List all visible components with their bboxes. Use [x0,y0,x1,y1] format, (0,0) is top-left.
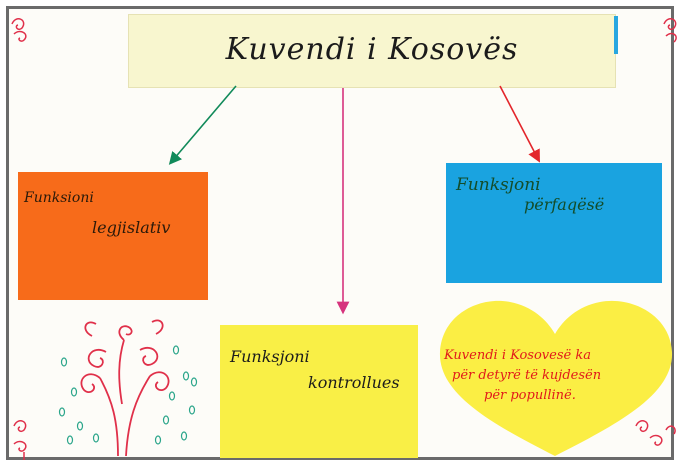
heart-text: Kuvendi i Kosovesë ka për detyrë të kujd… [444,346,664,406]
heart-text-line3: për popullinë. [484,388,576,403]
heart-text-line2: për detyrë të kujdesën [452,368,602,383]
heart-text-line1: Kuvendi i Kosovesë ka [444,348,591,363]
heart-shape [439,300,673,456]
blue-strip [614,16,618,54]
legislative-label-line1: Funksioni [24,190,94,206]
control-label-line2: kontrollues [308,373,400,392]
legislative-function-box: Funksioni legjislativ [18,172,208,300]
title-card: Kuvendi i Kosovës [128,14,616,88]
control-label-line1: Funksjoni [230,347,310,366]
representative-function-box: Funksjoni përfaqësë [446,163,662,283]
representative-label-line2: përfaqësë [524,195,605,214]
page-title: Kuvendi i Kosovës [225,32,519,67]
control-function-box: Funksjoni kontrollues [220,325,418,458]
representative-label-line1: Funksjoni [456,175,541,195]
legislative-label-line2: legjislativ [92,218,171,237]
